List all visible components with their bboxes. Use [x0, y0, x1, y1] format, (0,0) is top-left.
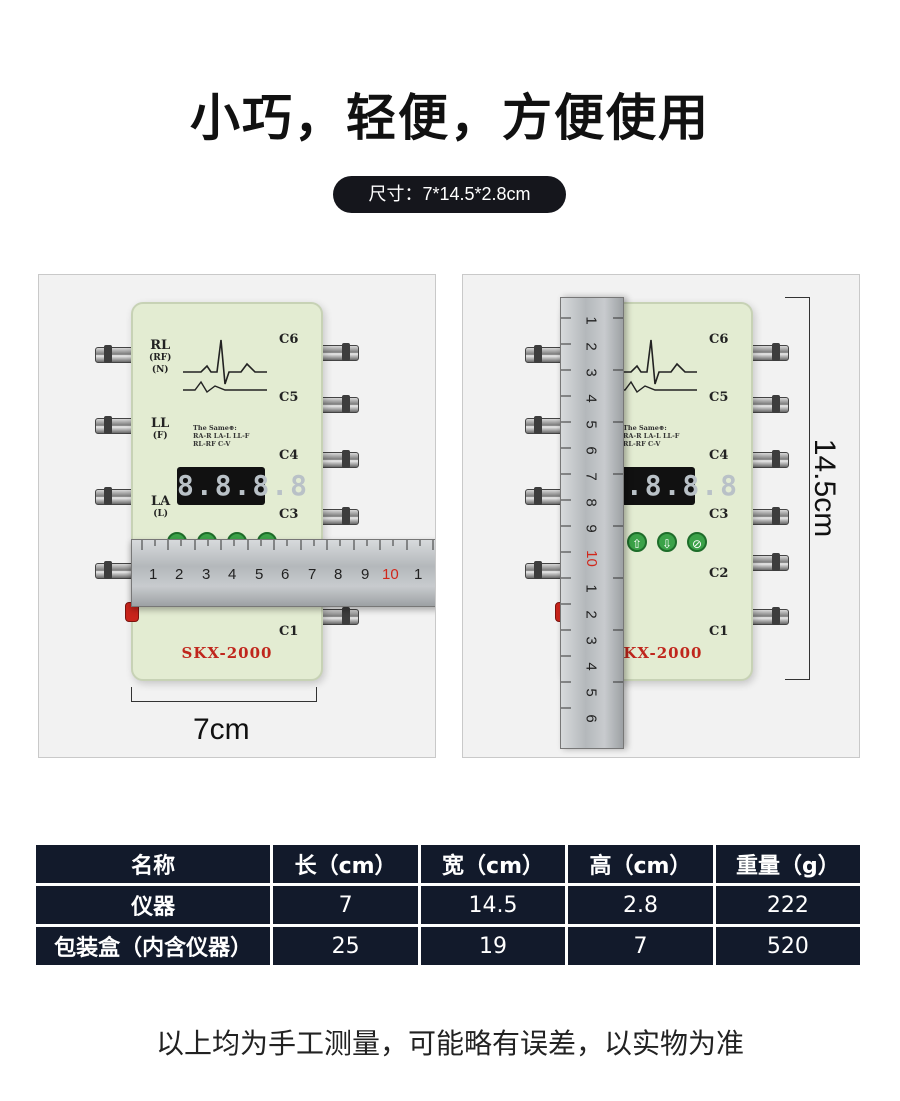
ruler-number: 1: [149, 566, 158, 583]
spec-table: 名称 长（cm） 宽（cm） 高（cm） 重量（g） 仪器 7 14.5 2.8…: [33, 842, 863, 968]
horizontal-ruler: 1 2 3 4 5 6 7 8 9 10 1 2: [131, 539, 435, 607]
electrode-clamp: [745, 553, 789, 571]
ruler-number: 10: [382, 566, 399, 583]
ecg-simulator-device: RL (RF) (N) LL (F) LA (L) C6 C5 C4 C3 C1…: [131, 302, 323, 681]
size-badge: 尺寸：7*14.5*2.8cm: [333, 176, 566, 213]
ruler-number: 1: [582, 316, 600, 325]
vertical-ruler: 1 2 3 4 5 6 7 8 9 10 1 2 3 4 5 6: [560, 297, 624, 749]
table-cell: 520: [715, 927, 860, 965]
lead-label-c3: C3: [709, 507, 729, 522]
lead-instructions: The Same⊕: RA-R LA-L LL-F RL-RF C-V: [623, 424, 680, 448]
ruler-number: 8: [334, 566, 343, 583]
ruler-number: 10: [582, 550, 600, 567]
measurement-disclaimer: 以上均为手工测量，可能略有误差，以实物为准: [155, 1027, 744, 1060]
table-row: 包装盒（内含仪器） 25 19 7 520: [36, 927, 860, 965]
header-weight: 重量（g）: [715, 845, 860, 883]
ruler-number: 2: [582, 610, 600, 619]
table-cell: 7: [273, 886, 418, 924]
lead-label-c3: C3: [279, 507, 299, 522]
lead-label-c4: C4: [279, 448, 299, 463]
lead-label-la: LA (L): [151, 494, 171, 519]
lead-label-c6: C6: [709, 332, 729, 347]
table-cell: 仪器: [36, 886, 271, 924]
ruler-number: 2: [582, 342, 600, 351]
ruler-number: 5: [582, 688, 600, 697]
header-name: 名称: [36, 845, 271, 883]
ruler-ticks: [141, 540, 434, 550]
table-cell: 25: [273, 927, 418, 965]
table-cell: 2.8: [568, 886, 713, 924]
header-height: 高（cm）: [568, 845, 713, 883]
page-headline: 小巧，轻便，方便使用: [190, 89, 710, 147]
lead-label-c5: C5: [709, 390, 729, 405]
lead-label-rl: RL (RF) (N): [149, 338, 172, 375]
table-cell: 7: [568, 927, 713, 965]
lead-instructions: The Same⊕: RA-R LA-L LL-F RL-RF C-V: [193, 424, 250, 448]
model-label: SKX-2000: [611, 644, 703, 662]
ruler-number: 2: [175, 566, 184, 583]
ruler-number: 4: [228, 566, 237, 583]
ruler-number: 1: [414, 566, 423, 583]
ruler-number: 4: [582, 394, 600, 403]
ruler-number: 1: [582, 584, 600, 593]
ruler-number: 3: [582, 636, 600, 645]
table-cell: 19: [420, 927, 566, 965]
header-length: 长（cm）: [273, 845, 418, 883]
model-label: SKX-2000: [181, 644, 273, 662]
lead-label-ll: LL (F): [151, 416, 170, 441]
led-display: 8.8.8.8: [177, 467, 307, 505]
electrode-clamp: [525, 561, 569, 579]
header-width: 宽（cm）: [420, 845, 566, 883]
table-cell: 222: [715, 886, 860, 924]
lead-label-c4: C4: [709, 448, 729, 463]
ruler-number: 3: [202, 566, 211, 583]
ruler-number: 9: [361, 566, 370, 583]
table-cell: 14.5: [420, 886, 566, 924]
up-button-2[interactable]: ⇧: [627, 532, 647, 552]
lead-label-c5: C5: [279, 390, 299, 405]
mode-button[interactable]: ⊘: [687, 532, 707, 552]
lead-label-c6: C6: [279, 332, 299, 347]
lead-label-c1: C1: [709, 624, 729, 639]
length-measurement-photo: C6 C5 C4 C3 C2 C1 The Same⊕: RA-R LA-L L…: [462, 274, 860, 758]
ecg-waveform-graphic: [613, 339, 697, 394]
ruler-number: 4: [582, 662, 600, 671]
table-cell: 包装盒（内含仪器）: [36, 927, 271, 965]
ruler-number: 8: [582, 498, 600, 507]
lead-label-c2: C2: [709, 566, 729, 581]
electrode-clamp: [95, 561, 139, 579]
height-dimension-line: [785, 297, 810, 680]
ruler-number: 6: [582, 714, 600, 723]
down-button[interactable]: ⇩: [657, 532, 677, 552]
ruler-number: 3: [582, 368, 600, 377]
ruler-number: 6: [281, 566, 290, 583]
width-measurement-photo: RL (RF) (N) LL (F) LA (L) C6 C5 C4 C3 C1…: [38, 274, 436, 758]
ruler-number: 7: [582, 472, 600, 481]
table-row: 仪器 7 14.5 2.8 222: [36, 886, 860, 924]
ruler-number: 9: [582, 524, 600, 533]
ruler-number: 5: [255, 566, 264, 583]
ruler-number: 5: [582, 420, 600, 429]
ruler-number: 7: [308, 566, 317, 583]
width-dimension-line: [131, 687, 317, 702]
ruler-number: 6: [582, 446, 600, 455]
table-header-row: 名称 长（cm） 宽（cm） 高（cm） 重量（g）: [36, 845, 860, 883]
electrode-clamp: [525, 345, 569, 363]
height-dimension-label: 14.5cm: [808, 438, 842, 538]
lead-label-c1: C1: [279, 624, 299, 639]
width-dimension-label: 7cm: [193, 713, 250, 746]
electrode-clamp: [745, 343, 789, 361]
ecg-waveform-graphic: [183, 339, 267, 394]
ruler-ticks: [561, 317, 623, 709]
